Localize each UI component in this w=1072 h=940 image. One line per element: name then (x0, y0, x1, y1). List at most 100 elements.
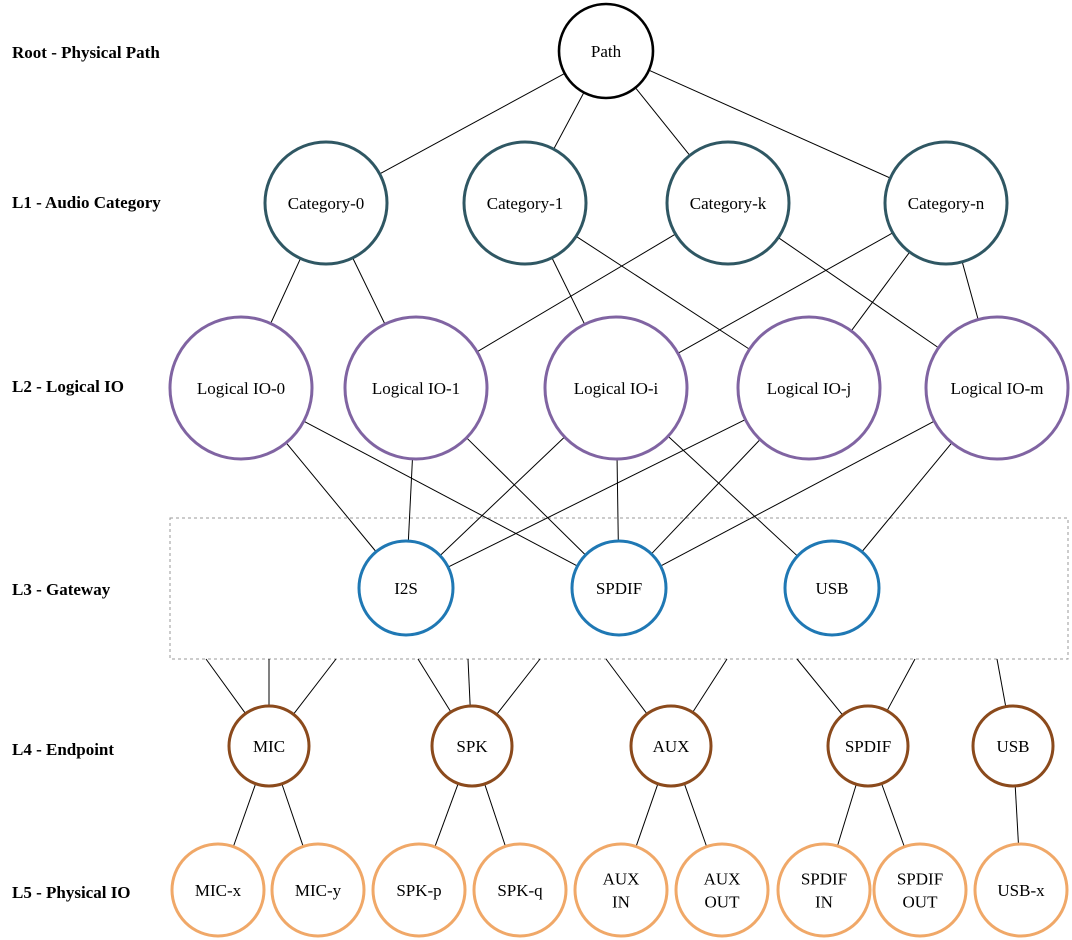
edge-ep_spk-pio_spkp (434, 783, 459, 848)
connector-gateway-ep_spk-5 (496, 658, 541, 715)
level-labels: Root - Physical Path L1 - Audio CategoryL… (12, 43, 161, 902)
edge-lioj-gw_i2s (447, 419, 746, 568)
connector-gateway-ep_spk-3 (417, 658, 452, 713)
node-pio_micy: MIC-y (270, 842, 366, 938)
node-label-gw_usb: USB (815, 579, 848, 598)
node-label-path: Path (591, 42, 622, 61)
edge-lioi-gw_spdif (616, 458, 619, 542)
level-label-l3: L3 - Gateway (12, 580, 111, 599)
connector-gateway-ep_mic-2 (293, 658, 337, 715)
node-gw_spdif: SPDIF (570, 539, 668, 637)
edge-lio0-gw_spdif (303, 420, 578, 567)
node-circle-path (557, 2, 655, 100)
node-circle-liom (924, 315, 1070, 461)
node-circle-lio1 (343, 315, 489, 461)
connector-gateway-ep_aux-7 (692, 658, 728, 713)
node-circle-ep_aux (629, 704, 713, 788)
connector-gateway-ep_spdif-8 (796, 658, 844, 716)
connector-gateway-ep_spk-4 (467, 658, 471, 707)
edge-ep_aux-pio_auxin (635, 783, 659, 847)
node-circle-pio_auxout (674, 842, 770, 938)
node-label-pio_spdifout: SPDIF (897, 870, 943, 889)
node-gw_usb: USB (783, 539, 881, 637)
edge-lioi-gw_usb (667, 435, 798, 557)
edge-ep_usb-pio_usbx (1014, 785, 1019, 845)
edge-liom-gw_spdif (660, 420, 935, 567)
node-label-pio_spdifin: IN (815, 893, 833, 912)
level-label-l5: L5 - Physical IO (12, 883, 131, 902)
node-circle-lio0 (168, 315, 314, 461)
connector-gateway-ep_aux-6 (605, 658, 648, 715)
node-circle-pio_spdifout (872, 842, 968, 938)
node-label-catn: Category-n (908, 194, 985, 213)
edge-path-cat1 (553, 92, 585, 150)
edge-cat1-lioj (575, 235, 750, 350)
node-ep_aux: AUX (629, 704, 713, 788)
node-circle-gw_spdif (570, 539, 668, 637)
node-path: Path (557, 2, 655, 100)
node-lioi: Logical IO-i (543, 315, 689, 461)
node-circle-pio_micy (270, 842, 366, 938)
connector-gateway-ep_usb-10 (996, 658, 1007, 707)
node-label-pio_auxin: IN (612, 893, 630, 912)
edge-catn-lioi (677, 232, 894, 354)
node-label-pio_micx: MIC-x (195, 881, 242, 900)
level-label-l1: L1 - Audio Category (12, 193, 161, 212)
connector-gateway-ep_spdif-9 (886, 658, 916, 712)
edge-catn-lioj (850, 251, 911, 332)
hierarchy-edges (232, 69, 1019, 848)
node-label-pio_auxout: AUX (704, 870, 741, 889)
node-label-pio_spkq: SPK-q (497, 881, 543, 900)
node-label-ep_mic: MIC (253, 737, 285, 756)
edge-lio1-gw_spdif (466, 437, 586, 556)
node-label-pio_auxin: AUX (603, 870, 640, 889)
node-ep_spdif: SPDIF (826, 704, 910, 788)
edge-path-cat0 (379, 72, 565, 175)
node-circle-ep_spk (430, 704, 514, 788)
edge-lioi-gw_i2s (439, 436, 565, 556)
node-label-lio1: Logical IO-1 (372, 379, 460, 398)
edge-lio0-gw_i2s (285, 442, 377, 553)
node-circle-pio_auxin (573, 842, 669, 938)
node-cat1: Category-1 (462, 140, 588, 266)
edge-lioj-gw_spdif (651, 439, 761, 555)
node-ep_spk: SPK (430, 704, 514, 788)
node-ep_mic: MIC (227, 704, 311, 788)
node-pio_spkp: SPK-p (371, 842, 467, 938)
edge-cat0-lio0 (270, 258, 301, 324)
edge-cat0-lio1 (352, 257, 386, 325)
node-ep_usb: USB (971, 704, 1055, 788)
node-lio0: Logical IO-0 (168, 315, 314, 461)
node-label-pio_spdifin: SPDIF (801, 870, 847, 889)
node-label-cat0: Category-0 (288, 194, 364, 213)
connector-gateway-ep_mic-0 (205, 658, 246, 714)
edge-catn-liom (961, 261, 979, 320)
node-liom: Logical IO-m (924, 315, 1070, 461)
level-label-root: Root - Physical Path (12, 43, 160, 62)
node-label-pio_usbx: USB-x (997, 881, 1045, 900)
edge-path-catn (648, 69, 891, 179)
edge-ep_mic-pio_micy (281, 783, 304, 847)
node-circle-ep_usb (971, 704, 1055, 788)
node-catk: Category-k (665, 140, 791, 266)
node-circle-lioj (736, 315, 882, 461)
node-circle-pio_spdifin (776, 842, 872, 938)
edge-catk-lio1 (476, 233, 676, 353)
level-label-l4: L4 - Endpoint (12, 740, 114, 759)
node-label-gw_spdif: SPDIF (596, 579, 642, 598)
node-label-pio_micy: MIC-y (295, 881, 342, 900)
node-circle-ep_mic (227, 704, 311, 788)
node-circle-lioi (543, 315, 689, 461)
edge-lio1-gw_i2s (407, 458, 413, 542)
node-label-cat1: Category-1 (487, 194, 563, 213)
node-gw_i2s: I2S (357, 539, 455, 637)
edge-ep_mic-pio_micx (232, 783, 257, 847)
node-label-ep_usb: USB (996, 737, 1029, 756)
node-circle-pio_usbx (973, 842, 1069, 938)
edge-ep_aux-pio_auxout (683, 783, 708, 847)
edge-cat1-lioi (551, 257, 586, 325)
node-pio_spdifin: SPDIF IN (776, 842, 872, 938)
